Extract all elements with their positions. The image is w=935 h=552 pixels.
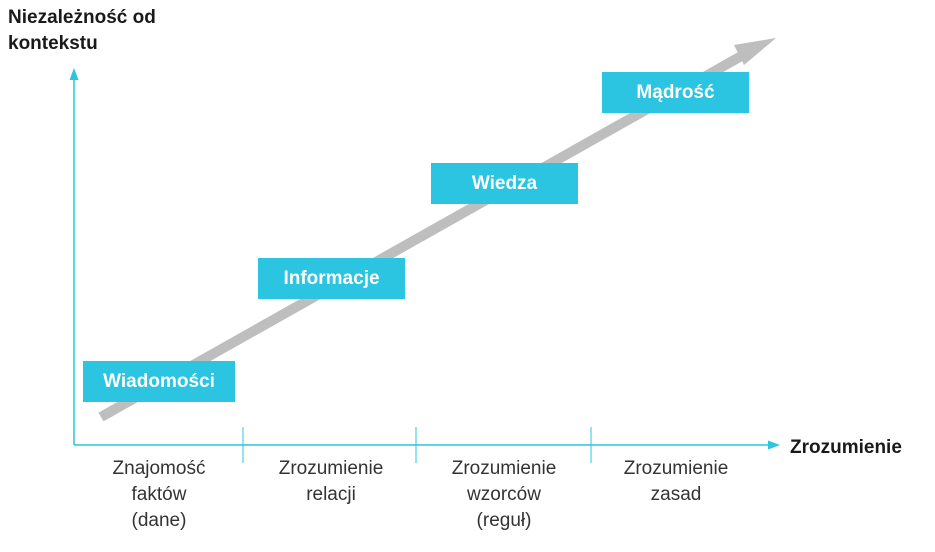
progress-arrow-head <box>734 38 776 65</box>
x-axis-label: Zrozumienie <box>790 437 902 458</box>
category-line: zasad <box>650 484 702 505</box>
category-line: wzorców <box>467 484 541 505</box>
stage-box-informacje: Informacje <box>258 258 405 299</box>
category-line: Zrozumienie <box>278 458 384 479</box>
category-line: (dane) <box>131 510 187 531</box>
y-axis-label-line: Niezależność od <box>8 7 156 28</box>
stage-box-wiadomosci: Wiadomości <box>83 361 235 402</box>
category-facts: Znajomość faktów (dane) <box>79 456 239 534</box>
category-line: Zrozumienie <box>451 458 557 479</box>
x-axis-arrowhead <box>768 440 780 450</box>
y-axis-label-line: kontekstu <box>8 33 98 54</box>
category-line: Zrozumienie <box>623 458 729 479</box>
category-relations: Zrozumienie relacji <box>251 456 411 508</box>
y-axis-label: Niezależność od kontekstu <box>8 5 208 57</box>
stage-box-madrosc: Mądrość <box>602 72 749 113</box>
category-line: faktów <box>131 484 187 505</box>
y-axis-arrowhead <box>69 68 79 80</box>
category-line: (reguł) <box>476 510 532 531</box>
stage-box-wiedza: Wiedza <box>431 163 578 204</box>
category-line: relacji <box>306 484 356 505</box>
category-line: Znajomość <box>112 458 206 479</box>
category-principles: Zrozumienie zasad <box>596 456 756 508</box>
category-patterns: Zrozumienie wzorców (reguł) <box>424 456 584 534</box>
